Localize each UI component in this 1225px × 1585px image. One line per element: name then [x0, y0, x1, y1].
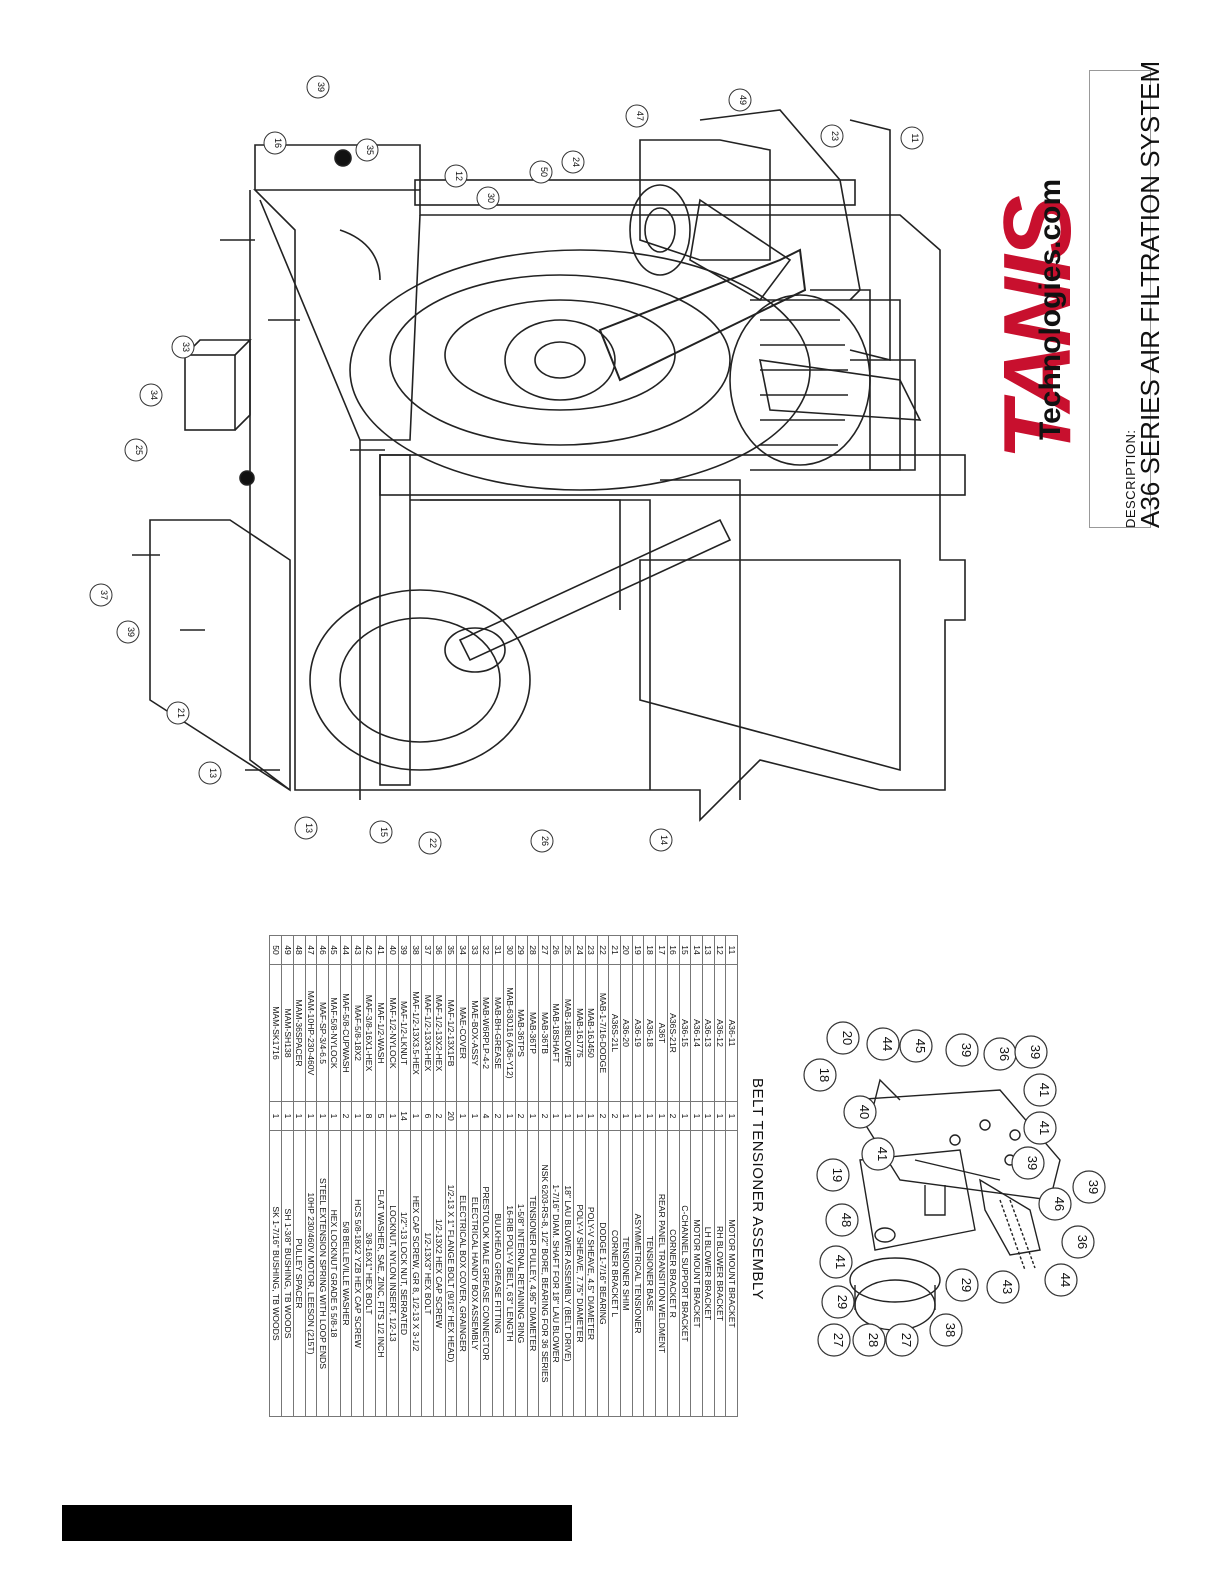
callout-14: 14 [659, 835, 669, 845]
assy-callout: 43 [1000, 1280, 1015, 1294]
callout [294, 816, 318, 840]
assy-callout: 48 [839, 1213, 854, 1227]
assy-callout: 41 [875, 1147, 890, 1161]
assy-callout: 45 [913, 1039, 928, 1053]
assy-callout: 27 [831, 1333, 846, 1347]
assy-callout: 46 [1052, 1197, 1067, 1211]
callout-12: 12 [454, 171, 464, 181]
callout [444, 164, 468, 188]
callout-39b: 39 [126, 627, 136, 637]
callout-34: 34 [149, 390, 159, 400]
assy-callout: 39 [1025, 1156, 1040, 1170]
assy-callout: 29 [835, 1295, 850, 1309]
callout [625, 104, 649, 128]
callout-26: 26 [540, 836, 550, 846]
callout-21: 21 [176, 708, 186, 718]
callout [476, 186, 500, 210]
assy-callout: 28 [866, 1333, 881, 1347]
assy-callout: 39 [1086, 1180, 1101, 1194]
callout [116, 620, 140, 644]
callout [530, 829, 554, 853]
assy-callout: 39 [959, 1043, 974, 1057]
callout [139, 383, 163, 407]
assy-callout: 29 [959, 1278, 974, 1292]
callout-15: 15 [379, 827, 389, 837]
callout-35: 35 [365, 145, 375, 155]
footer-bar [62, 1505, 572, 1541]
assy-callout: 20 [840, 1031, 855, 1045]
callout-47: 47 [635, 111, 645, 121]
callout [263, 131, 287, 155]
assy-callout: 40 [857, 1105, 872, 1119]
assy-callout: 44 [880, 1037, 895, 1051]
callout [369, 820, 393, 844]
assy-callout: 41 [1037, 1083, 1052, 1097]
callout-24: 24 [571, 157, 581, 167]
callout [89, 583, 113, 607]
callout [820, 124, 844, 148]
callout-50: 50 [539, 167, 549, 177]
callout-22: 22 [428, 838, 438, 848]
callout [198, 761, 222, 785]
callout-37: 37 [99, 590, 109, 600]
assy-callout: 27 [899, 1333, 914, 1347]
callout [649, 828, 673, 852]
callout [166, 701, 190, 725]
callout [171, 335, 195, 359]
callout [529, 160, 553, 184]
callout-16: 16 [273, 138, 283, 148]
callout-49: 49 [738, 95, 748, 105]
title-block [1089, 70, 1151, 528]
callout-25: 25 [134, 445, 144, 455]
callout [561, 150, 585, 174]
assy-callout: 18 [817, 1068, 832, 1082]
callout-33: 33 [181, 342, 191, 352]
assy-callout: 41 [1037, 1121, 1052, 1135]
callout [900, 126, 924, 150]
callout-23: 23 [830, 131, 840, 141]
assy-callout: 39 [1028, 1045, 1043, 1059]
assy-callout: 36 [997, 1047, 1012, 1061]
callout-39: 39 [316, 82, 326, 92]
assy-callout: 41 [833, 1255, 848, 1269]
callout [418, 831, 442, 855]
callout [306, 75, 330, 99]
callout [124, 438, 148, 462]
callout-30: 30 [486, 193, 496, 203]
callout [355, 138, 379, 162]
callout [728, 88, 752, 112]
callout-13b: 13 [304, 823, 314, 833]
callout-11: 11 [910, 133, 920, 142]
callout-13: 13 [208, 768, 218, 778]
assy-callout: 38 [943, 1323, 958, 1337]
assy-callout: 44 [1058, 1273, 1073, 1287]
assy-callout: 36 [1075, 1235, 1090, 1249]
assy-callout: 19 [830, 1168, 845, 1182]
